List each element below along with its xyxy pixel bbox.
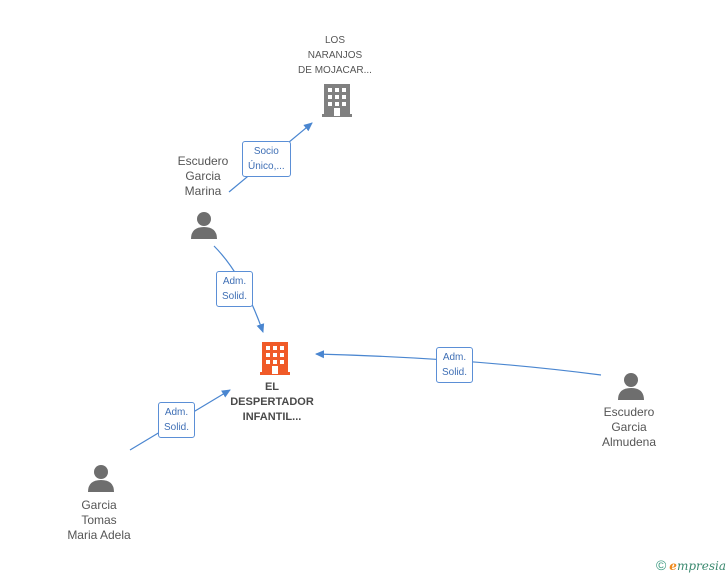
company-top-label[interactable]: LOS NARANJOS DE MOJACAR... xyxy=(298,35,372,76)
person-icon[interactable] xyxy=(88,465,114,492)
edge-label-adm-solid[interactable]: Adm. Solid. xyxy=(216,271,254,307)
edge-label-adm-solid[interactable]: Adm. Solid. xyxy=(158,402,196,438)
person-icon[interactable] xyxy=(191,212,217,239)
building-icon[interactable] xyxy=(322,84,352,117)
person-icon[interactable] xyxy=(618,373,644,400)
empresia-logo: ©empresia xyxy=(655,557,726,573)
edge-label-adm-solid[interactable]: Adm. Solid. xyxy=(436,347,474,383)
building-icon[interactable] xyxy=(260,342,290,375)
company-main-label[interactable]: EL DESPERTADOR INFANTIL... xyxy=(230,381,314,423)
copyright-icon: © xyxy=(655,557,667,573)
edge-label-socio-unico[interactable]: Socio Único,... xyxy=(242,141,291,177)
person-adela-label[interactable]: Garcia Tomas Maria Adela xyxy=(67,498,131,542)
person-almudena-label[interactable]: Escudero Garcia Almudena xyxy=(601,405,657,449)
person-marina-label[interactable]: Escudero Garcia Marina xyxy=(177,154,229,198)
